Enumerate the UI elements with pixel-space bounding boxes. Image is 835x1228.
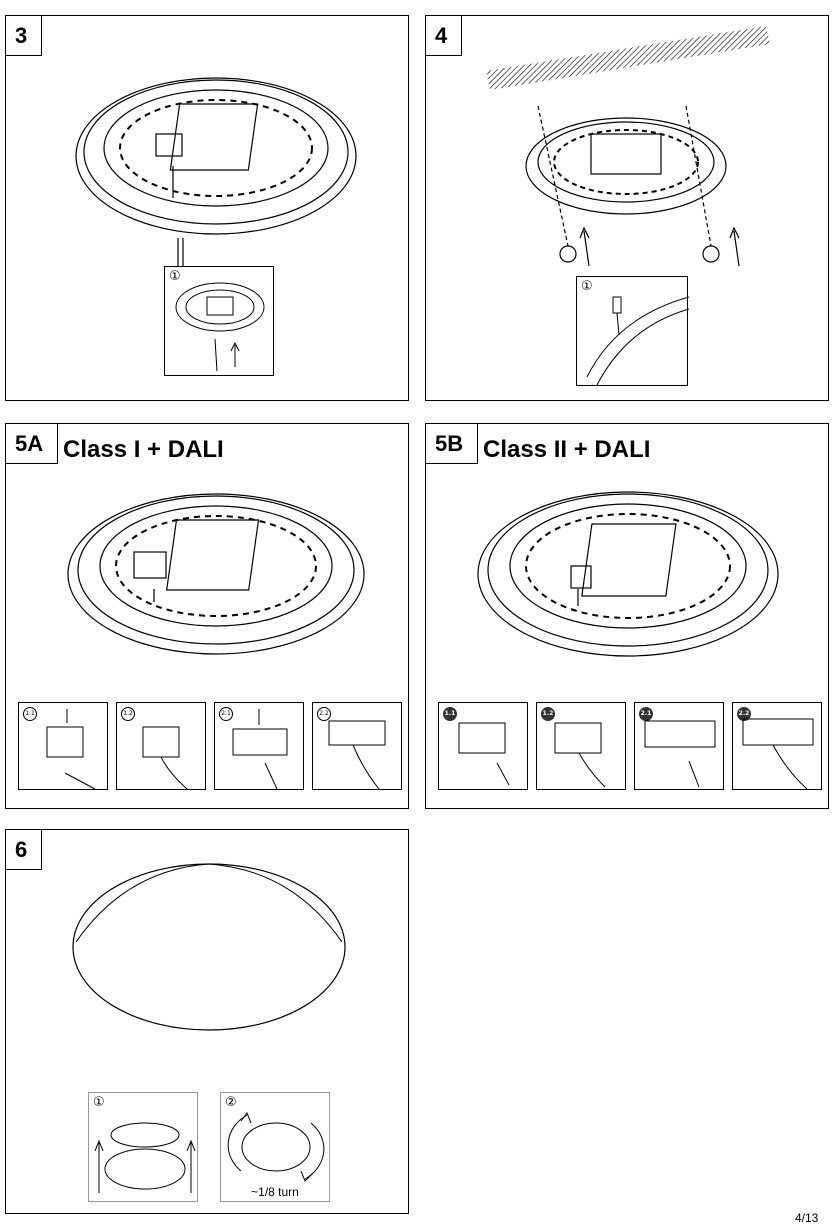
wiring-class-i-illustration — [67, 493, 365, 655]
terminal-insert-illustration — [458, 722, 510, 786]
dali-terminal-insert-illustration — [644, 720, 716, 788]
cable-insert-illustration — [175, 282, 265, 372]
detail-1-number: ① — [93, 1095, 105, 1110]
step-5b-panel: 5B Class II + DALI 1.1 1.2 — [425, 423, 829, 809]
detail-2-1-inset: 2.1 — [214, 702, 304, 790]
wiring-class-ii-illustration — [477, 491, 779, 657]
detail-badge: 1.1 — [443, 707, 457, 721]
page-number: 4/13 — [795, 1211, 819, 1225]
detail-2-1-inset: 2.1 — [634, 702, 724, 790]
terminal-wired-illustration — [554, 722, 606, 788]
detail-badge: 1.2 — [541, 707, 555, 721]
luminaire-open-illustration — [75, 77, 357, 266]
detail-badge: 2.1 — [219, 707, 233, 721]
diffuser-lift-illustration — [94, 1122, 196, 1193]
detail-1-inset: ① — [576, 276, 689, 386]
detail-badge: 2.2 — [737, 707, 751, 721]
detail-badge: 1.1 — [23, 707, 37, 721]
detail-1-2-inset: 1.2 — [116, 702, 206, 790]
connector-wired-illustration — [142, 726, 188, 790]
detail-1-number: ① — [581, 279, 593, 294]
step-title: Class II + DALI — [483, 436, 651, 463]
step-5a-panel: 5A Class I + DALI 1.1 1.2 — [5, 423, 409, 809]
detail-2-inset: ② ~1/8 turn — [220, 1092, 330, 1202]
diffuser-rotate-illustration — [227, 1111, 325, 1182]
detail-2-2-inset: 2.2 — [732, 702, 822, 790]
detail-2-2-inset: 2.2 — [312, 702, 402, 790]
detail-badge: 2.1 — [639, 707, 653, 721]
step-number: 6 — [6, 830, 43, 870]
turn-caption: ~1/8 turn — [251, 1185, 299, 1199]
detail-badge: 2.2 — [317, 707, 331, 721]
step-number: 4 — [426, 16, 463, 56]
detail-2-number: ② — [225, 1095, 237, 1110]
detail-badge: 1.2 — [121, 707, 135, 721]
ceiling-mounting-illustration — [486, 26, 770, 267]
step-6-panel: 6 ① ② — [5, 829, 409, 1214]
step-3-panel: 3 ① — [5, 15, 409, 401]
detail-1-inset: ① — [88, 1092, 198, 1202]
detail-1-1-inset: 1.1 — [438, 702, 528, 790]
detail-1-2-inset: 1.2 — [536, 702, 626, 790]
step-number: 5B — [426, 424, 479, 464]
dali-terminal-wired-illustration — [742, 718, 814, 790]
detail-1-number: ① — [169, 269, 181, 284]
step-number: 3 — [6, 16, 43, 56]
screw-detail-illustration — [586, 296, 689, 386]
step-title: Class I + DALI — [63, 436, 224, 463]
step-4-panel: 4 ① — [425, 15, 829, 401]
dali-connector-insert-illustration — [232, 709, 288, 790]
dali-connector-wired-illustration — [328, 720, 386, 790]
connector-insert-illustration — [46, 709, 96, 790]
detail-1-inset: ① — [164, 266, 274, 376]
detail-1-1-inset: 1.1 — [18, 702, 108, 790]
diffuser-closed-illustration — [72, 863, 346, 1031]
step-number: 5A — [6, 424, 59, 464]
